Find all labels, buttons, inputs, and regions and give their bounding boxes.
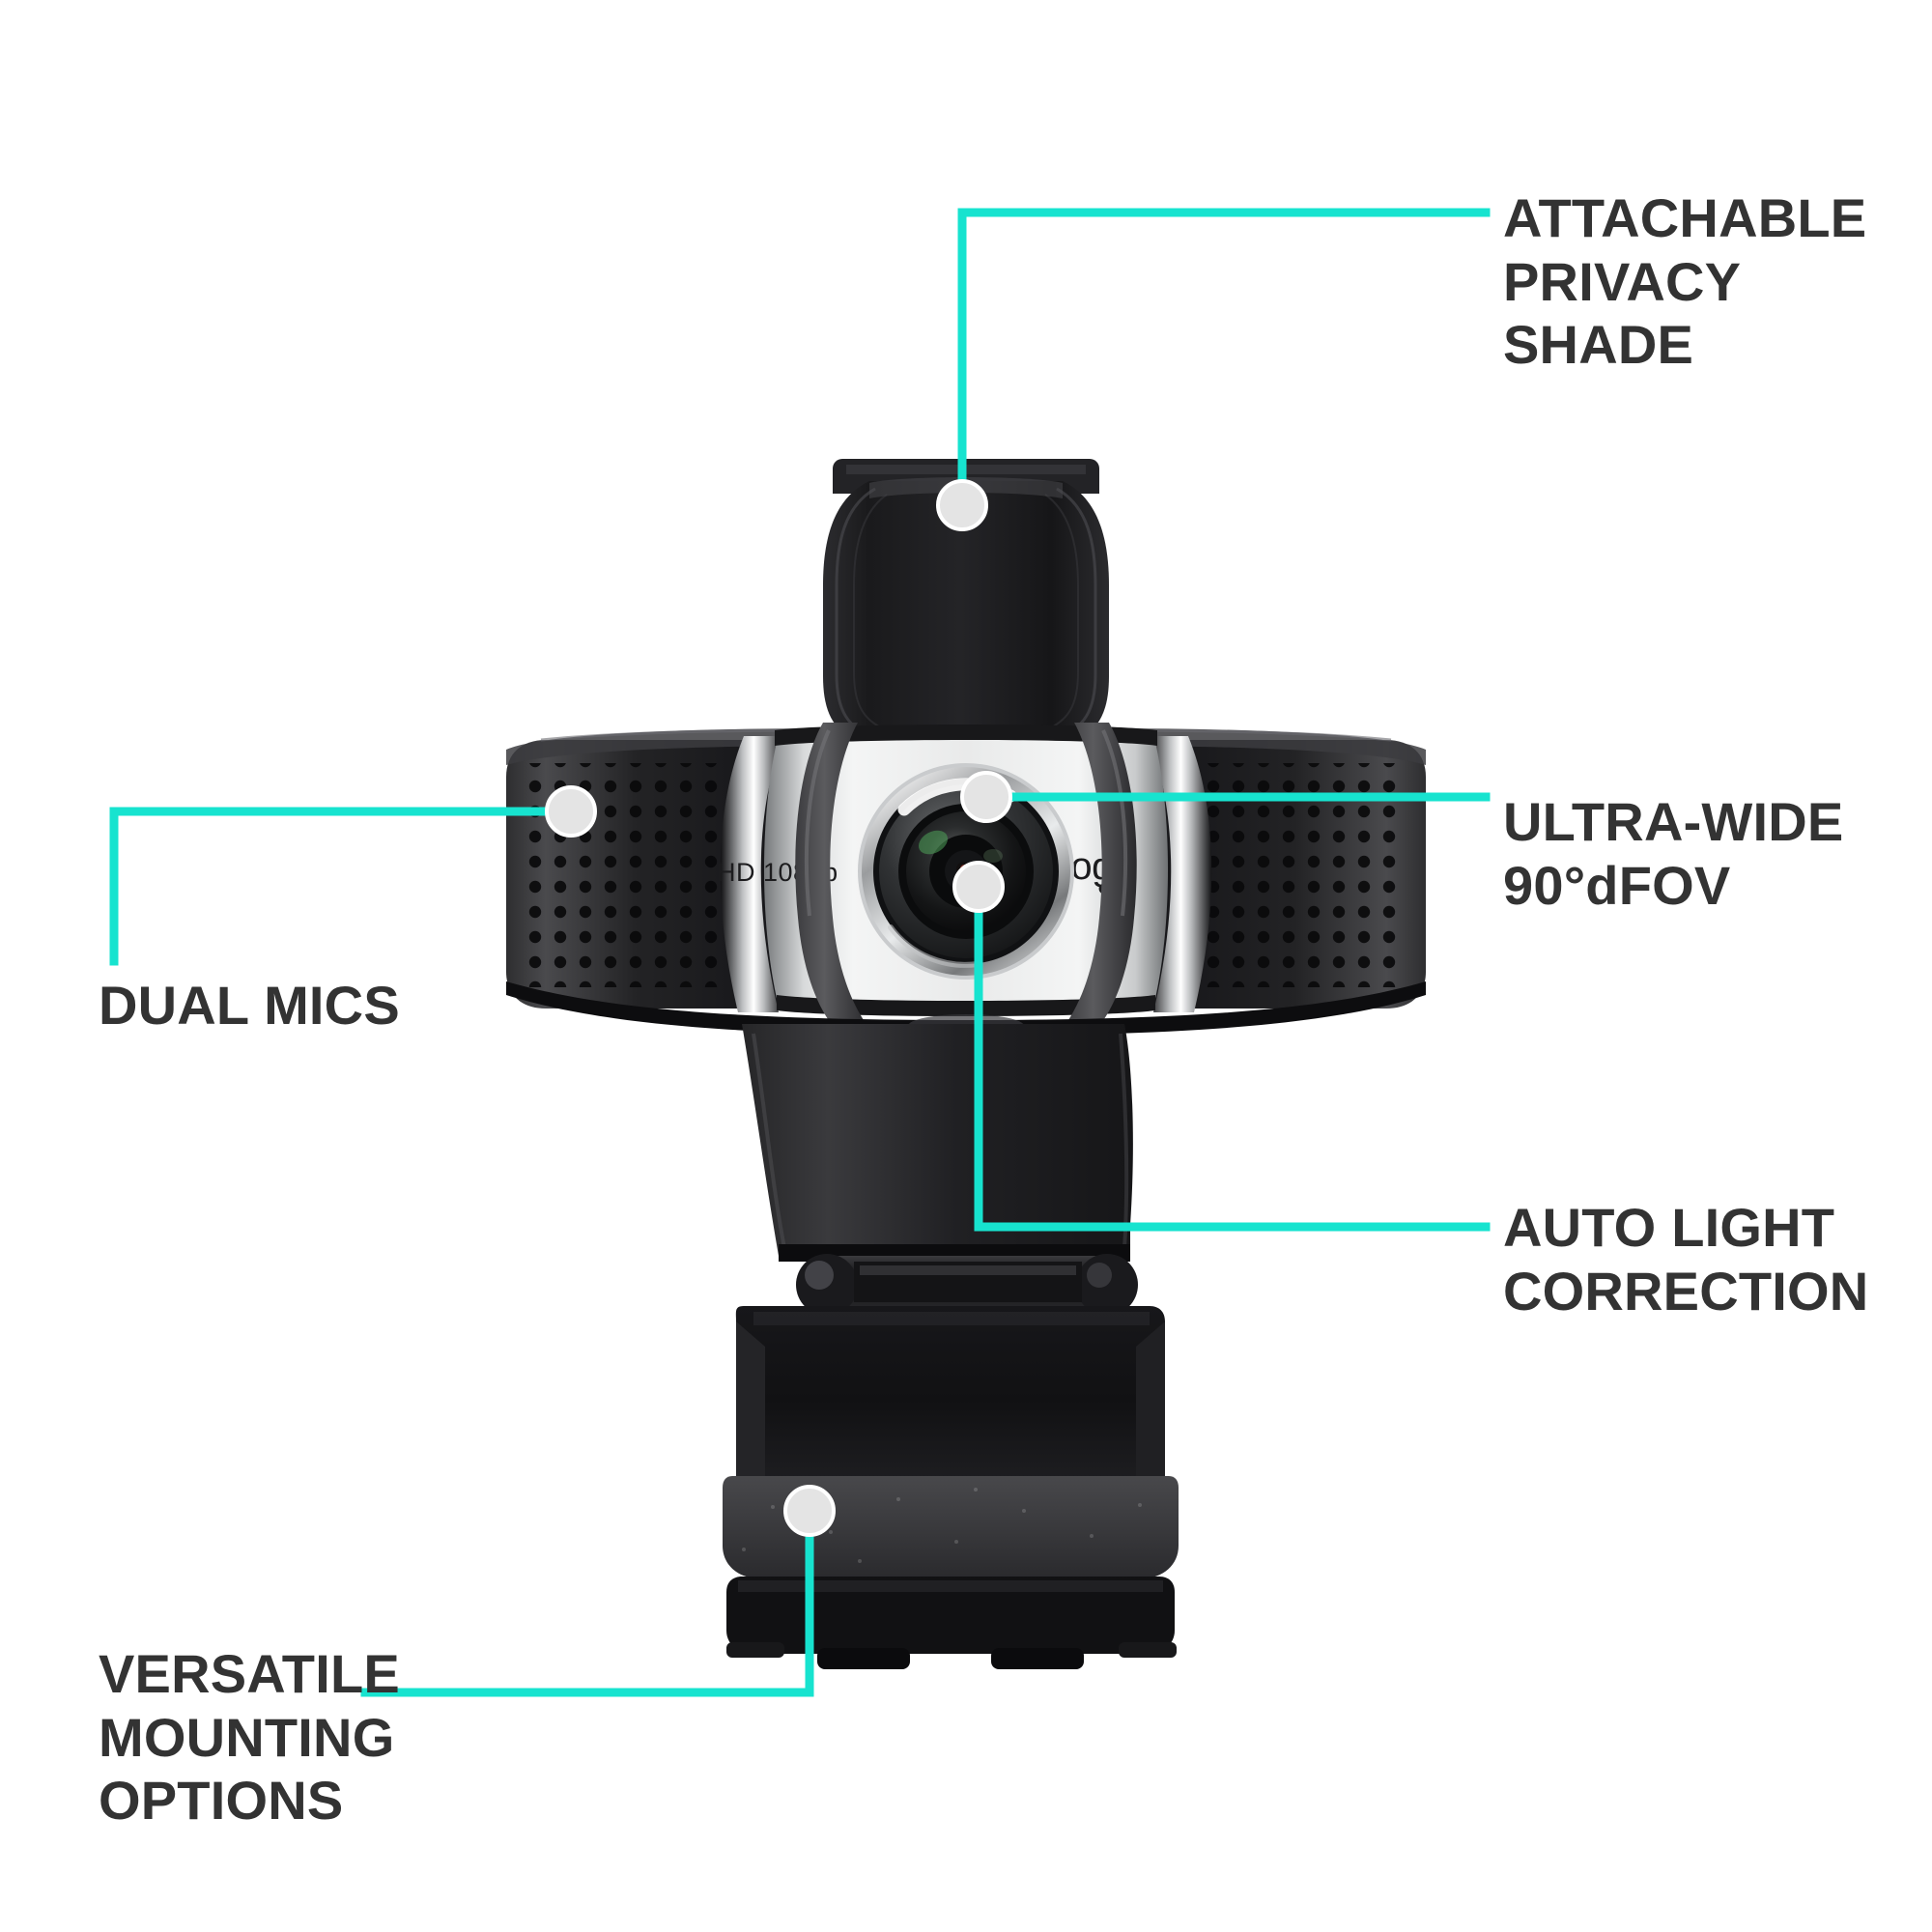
callout-dot-privacy-shade	[936, 479, 988, 531]
callout-label-auto-light: AUTO LIGHT CORRECTION	[1503, 1197, 1869, 1321]
callout-label-privacy-shade: ATTACHABLE PRIVACY SHADE	[1503, 187, 1867, 376]
callout-dot-auto-light	[952, 861, 1005, 913]
mount-base	[723, 1306, 1179, 1669]
callout-dot-ultra-wide	[960, 771, 1012, 823]
callout-label-versatile-mounting: VERSATILE MOUNTING OPTIONS	[99, 1643, 400, 1832]
callout-label-ultra-wide: ULTRA-WIDE 90°dFOV	[1503, 791, 1844, 916]
callout-dot-dual-mics	[545, 785, 597, 838]
callout-leaders	[109, 208, 1491, 1697]
mount-hinge	[796, 1254, 1138, 1316]
leader-auto-light	[974, 882, 1491, 1232]
leader-privacy-shade	[957, 208, 1491, 510]
leader-versatile-mounting	[360, 1506, 814, 1697]
callout-dot-versatile-mounting	[783, 1485, 836, 1537]
callout-label-dual-mics: DUAL MICS	[99, 975, 400, 1036]
callout-dots	[545, 479, 1012, 1537]
leader-dual-mics	[109, 807, 576, 966]
